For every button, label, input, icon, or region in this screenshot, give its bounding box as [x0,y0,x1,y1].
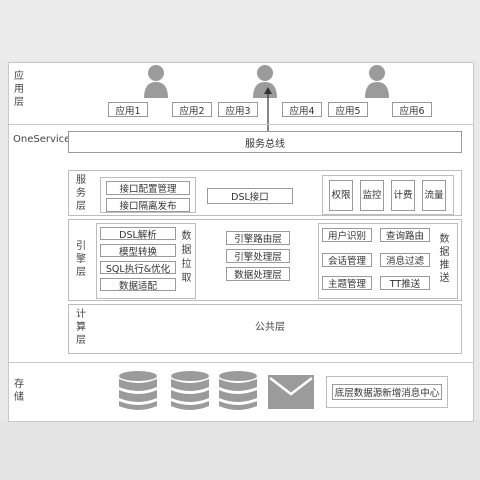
app-box: 应用2 [172,102,212,117]
engine-box: 数据处理层 [226,267,290,281]
service-feature-box: 监控 [360,180,384,211]
service-feature-box: 计费 [391,180,415,211]
engine-box: 引擎处理层 [226,249,290,263]
app-box: 应用5 [328,102,368,117]
dsl-interface-box: DSL接口 [207,188,293,204]
user-icon [143,64,169,98]
engine-box: 查询路由 [380,228,430,242]
engine-box: 数据适配 [100,278,176,292]
engine-layer-label: 引擎层 [76,241,86,278]
mail-icon [268,375,314,409]
oneservice-label: OneService [13,134,71,145]
engine-box: 消息过滤 [380,253,430,267]
public-layer-label: 公共层 [255,322,285,333]
engine-box: 用户识别 [322,228,372,242]
user-icon [252,64,278,98]
database-icon [170,370,210,412]
arrow-icon [263,86,273,132]
app-box: 应用6 [392,102,432,117]
compute-layer-label: 计算层 [76,309,86,346]
service-box: 接口隔离发布 [106,198,190,212]
app-box: 应用3 [218,102,258,117]
database-icon [218,370,258,412]
engine-box: DSL解析 [100,227,176,241]
engine-box: 引擎路由层 [226,231,290,245]
storage-label: 存储 [14,379,24,403]
message-center-box: 底层数据源新增消息中心 [332,384,442,400]
service-layer-label: 服务层 [76,175,86,212]
service-feature-box: 流量 [422,180,446,211]
database-icon [118,370,158,412]
background-bottom [0,420,480,480]
compute-layer [68,304,462,354]
divider [8,362,474,363]
app-box: 应用1 [108,102,148,117]
data-push-label: 数据推送 [439,234,450,284]
data-pull-label: 数据拉取 [181,231,192,284]
user-icon [364,64,390,98]
engine-box: SQL执行&优化 [100,261,176,275]
engine-box: 会话管理 [322,253,372,267]
service-feature-box: 权限 [329,180,353,211]
service-bus: 服务总线 [68,131,462,153]
application-layer-label: 应用层 [14,71,24,108]
app-box: 应用4 [282,102,322,117]
background-top [0,0,480,60]
engine-box: 主题管理 [322,276,372,290]
service-box: 接口配置管理 [106,181,190,195]
divider [8,124,474,125]
engine-box: 模型转换 [100,244,176,258]
engine-box: TT推送 [380,276,430,290]
